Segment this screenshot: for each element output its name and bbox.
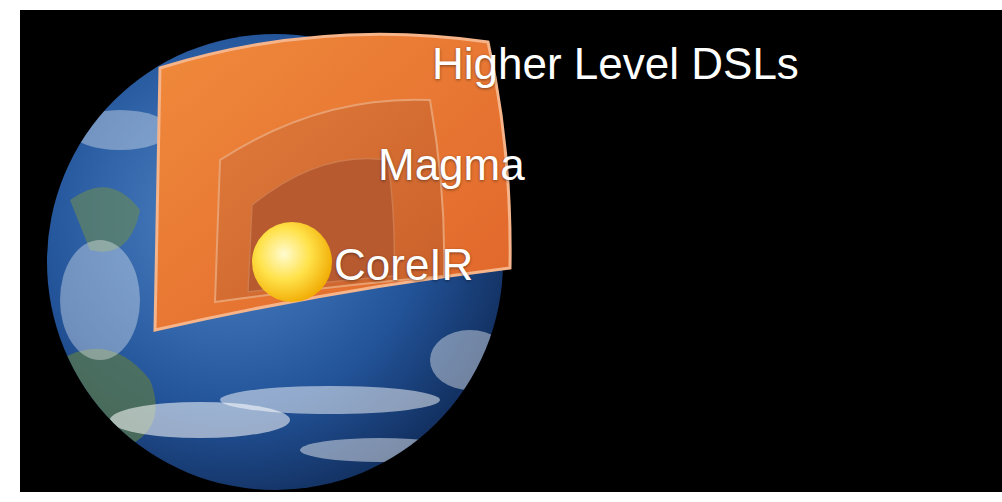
slide-ground — [20, 10, 1002, 492]
layer-label: Higher Level DSLs — [432, 42, 799, 86]
layer-label: Magma — [378, 143, 525, 187]
inner-core — [252, 222, 332, 302]
layer-label: CoreIR — [334, 243, 473, 287]
